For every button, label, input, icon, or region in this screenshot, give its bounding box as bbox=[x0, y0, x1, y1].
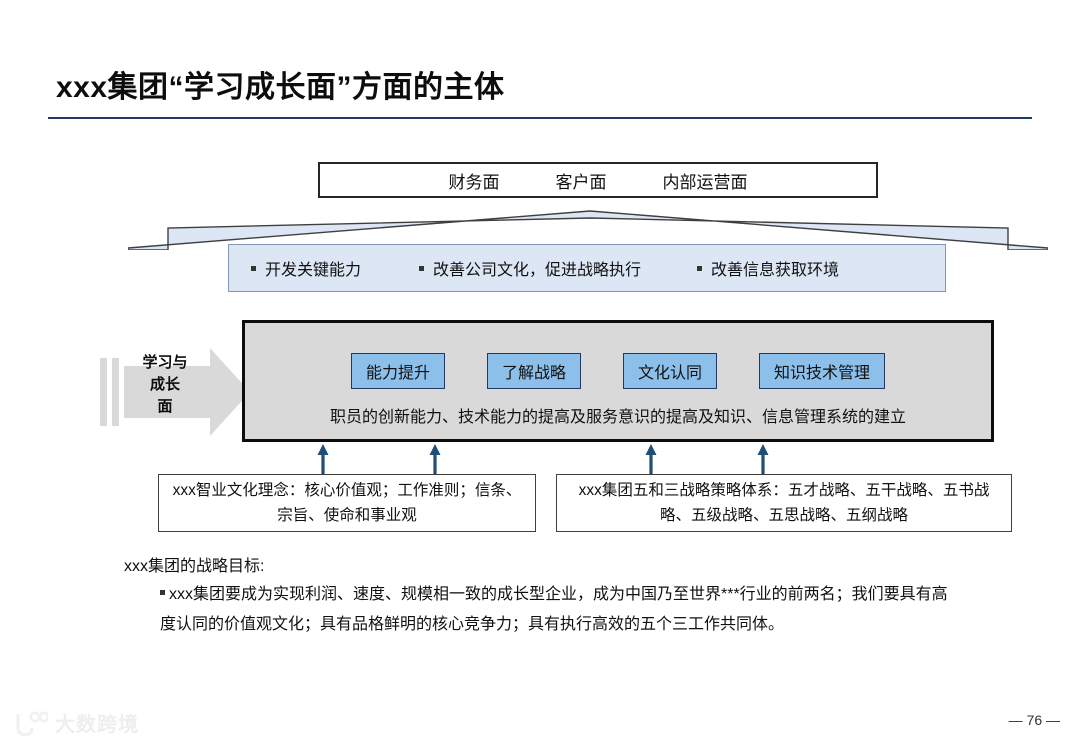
strategic-goal-title: xxx集团的战略目标: bbox=[124, 558, 265, 575]
learning-growth-label-line2: 成长 bbox=[149, 376, 180, 393]
learning-growth-label-line1: 学习与 bbox=[142, 354, 188, 371]
watermark-text: 大数跨境 bbox=[55, 714, 139, 736]
initiative-label: 改善信息获取环境 bbox=[711, 262, 840, 279]
upward-chevron-icon bbox=[128, 210, 1048, 250]
initiative-improve-info-access: 改善信息获取环境 bbox=[697, 256, 839, 280]
connector-arrow-up-1 bbox=[317, 444, 329, 478]
learning-growth-arrow-icon bbox=[100, 348, 250, 436]
title-divider bbox=[48, 117, 1032, 119]
main-box-caption: 职员的创新能力、技术能力的提高及服务意识的提高及知识、信息管理系统的建立 bbox=[329, 409, 906, 426]
capability-ability-improvement[interactable]: 能力提升 bbox=[350, 353, 445, 389]
source-box-strategy-system: xxx集团五和三战略策略体系：五才战略、五干战略、五书战略、五级战略、五思战略、… bbox=[556, 474, 1012, 532]
square-bullet-icon bbox=[160, 590, 165, 595]
brand-mark-icon bbox=[16, 711, 48, 736]
capability-row: 能力提升 了解战略 文化认同 知识技术管理 bbox=[245, 353, 991, 389]
square-bullet-icon bbox=[697, 265, 703, 271]
capability-knowledge-tech-management[interactable]: 知识技术管理 bbox=[759, 353, 886, 389]
strategic-goal-body: xxx集团要成为实现利润、速度、规模相一致的成长型企业，成为中国乃至世界***行… bbox=[160, 580, 950, 640]
square-bullet-icon bbox=[251, 265, 256, 271]
perspectives-box: 财务面 客户面 内部运营面 bbox=[318, 162, 878, 198]
connector-arrow-up-2 bbox=[429, 444, 441, 478]
perspective-customer: 客户面 bbox=[555, 172, 607, 192]
capability-understand-strategy[interactable]: 了解战略 bbox=[486, 353, 581, 389]
page-number: — 76 — bbox=[1008, 712, 1060, 728]
learning-growth-label: 学习与 成长 面 bbox=[122, 352, 208, 418]
initiative-label: 改善公司文化，促进战略执行 bbox=[433, 262, 642, 279]
learning-growth-label-line3: 面 bbox=[157, 398, 173, 415]
learning-initiatives-band: 开发关键能力 改善公司文化，促进战略执行 改善信息获取环境 bbox=[228, 244, 946, 292]
initiative-improve-culture: 改善公司文化，促进战略执行 bbox=[419, 256, 641, 280]
source-box-culture-concept: xxx智业文化理念：核心价值观；工作准则；信条、宗旨、使命和事业观 bbox=[158, 474, 536, 532]
watermark-logo: 大数跨境 bbox=[14, 708, 139, 737]
initiative-label: 开发关键能力 bbox=[265, 262, 362, 279]
capability-culture-identity[interactable]: 文化认同 bbox=[623, 353, 718, 389]
initiative-develop-capabilities: 开发关键能力 bbox=[251, 256, 361, 280]
square-bullet-icon bbox=[419, 265, 425, 271]
page-title: xxx集团“学习成长面”方面的主体 bbox=[56, 71, 505, 104]
strategic-goal-text: xxx集团要成为实现利润、速度、规模相一致的成长型企业，成为中国乃至世界***行… bbox=[160, 586, 948, 633]
perspective-internal-ops: 内部运营面 bbox=[662, 172, 748, 192]
learning-growth-main-box: 能力提升 了解战略 文化认同 知识技术管理 职员的创新能力、技术能力的提高及服务… bbox=[242, 320, 994, 442]
connector-arrow-up-4 bbox=[757, 444, 769, 478]
connector-arrow-up-3 bbox=[645, 444, 657, 478]
perspective-financial: 财务面 bbox=[448, 172, 500, 192]
